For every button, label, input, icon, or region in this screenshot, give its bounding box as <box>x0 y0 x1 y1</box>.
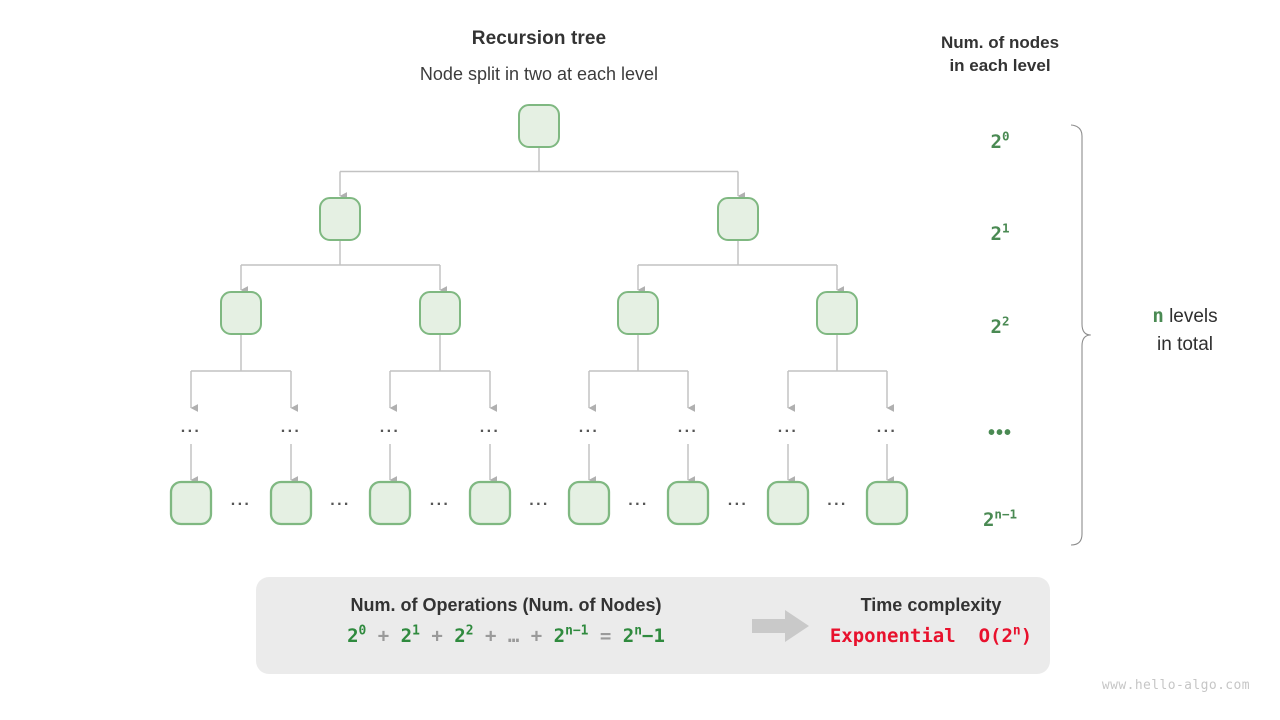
power-term: 21 <box>400 623 420 647</box>
brace-path <box>1070 124 1091 546</box>
formula-result: 2n−1 <box>623 625 665 647</box>
tree-connectors <box>190 147 894 484</box>
summary-left-heading: Num. of Operations (Num. of Nodes) <box>350 595 662 615</box>
ellipsis-label: ··· <box>480 423 500 440</box>
ellipsis-label: ··· <box>678 423 698 440</box>
level-count-ellipsis: ••• <box>987 422 1012 444</box>
ellipsis-label: ··· <box>628 496 648 513</box>
ellipsis-label: ··· <box>529 496 549 513</box>
tree-node <box>766 480 810 526</box>
summary-left: Num. of Operations (Num. of Nodes) 20 + … <box>256 577 756 674</box>
level-node-count-3: 2n−1 <box>940 506 1060 531</box>
complexity-notation: O(2n) <box>978 623 1033 647</box>
levels-total-line2: in total <box>1157 333 1213 355</box>
plus-operator: + <box>431 625 443 647</box>
power-term: 2n−1 <box>553 623 589 647</box>
ellipsis-label: ··· <box>430 496 450 513</box>
equals-operator: = <box>599 625 612 647</box>
level-count-exponent: 2 <box>1001 313 1010 329</box>
power-term: 20 <box>347 623 367 647</box>
level-count-base: 2 <box>990 316 1002 338</box>
tree-node <box>865 480 909 526</box>
watermark: www.hello-algo.com <box>1101 678 1250 693</box>
tree-node <box>319 197 361 241</box>
ellipsis-label: ··· <box>231 496 251 513</box>
plus-operator: + <box>484 625 497 647</box>
summary-formula: 20 + 21 + 22 + … + 2n−1 = 2n−1 <box>256 625 756 647</box>
tree-node <box>717 197 759 241</box>
summary-panel: Num. of Operations (Num. of Nodes) 20 + … <box>256 577 1050 674</box>
ellipsis-operator: … <box>507 625 520 647</box>
level-count-base: 2 <box>982 509 995 531</box>
level-node-count-1: 21 <box>940 220 1060 245</box>
ellipsis-label: ··· <box>579 423 599 440</box>
power-exponent: 2 <box>465 623 474 639</box>
level-count-exponent: 1 <box>1001 220 1010 236</box>
complexity-word: Exponential <box>829 625 956 647</box>
ellipsis-label: ··· <box>181 423 201 440</box>
power-exponent: n−1 <box>565 623 589 639</box>
page-subtitle: Node split in two at each level <box>419 64 659 84</box>
level-count-base: 2 <box>990 223 1002 245</box>
power-exponent: n <box>634 623 643 639</box>
tree-node <box>220 291 262 335</box>
column-title-line2: in each level <box>949 55 1051 75</box>
ellipsis-label: ··· <box>778 423 798 440</box>
summary-right: Time complexity Exponential O(2n) <box>812 577 1050 674</box>
tree-node <box>368 480 412 526</box>
power-exponent: 1 <box>412 623 420 639</box>
levels-total-label: n levels in total <box>1100 303 1270 358</box>
ellipsis-label: ··· <box>827 496 847 513</box>
tree-node <box>269 480 313 526</box>
tree-nodes <box>169 104 909 526</box>
levels-total-rest: levels <box>1163 306 1218 327</box>
summary-right-heading: Time complexity <box>860 595 1002 615</box>
tree-node <box>169 480 213 526</box>
tree-node <box>468 480 512 526</box>
column-title: Num. of nodes in each level <box>900 32 1100 78</box>
ellipsis-label: ··· <box>281 423 301 440</box>
page-title: Recursion tree <box>471 28 607 49</box>
plus-operator: + <box>530 625 543 647</box>
level-count-base: 2 <box>990 131 1002 153</box>
ellipsis-label: ··· <box>877 423 897 440</box>
column-title-line1: Num. of nodes <box>940 33 1060 52</box>
tree-node <box>816 291 858 335</box>
ellipsis-label: ··· <box>380 423 400 440</box>
tree-node <box>666 480 710 526</box>
levels-brace <box>1070 124 1091 546</box>
ellipsis-label: ··· <box>728 496 748 513</box>
summary-complexity-result: Exponential O(2n) <box>812 625 1050 647</box>
right-block-arrow-icon <box>752 610 810 647</box>
tree-node <box>419 291 461 335</box>
level-node-count-0: 20 <box>940 128 1060 153</box>
level-node-count-2: 22 <box>940 313 1060 338</box>
power-term: 22 <box>454 623 474 647</box>
tree-node <box>567 480 611 526</box>
complexity-exponent: n <box>1012 623 1021 639</box>
level-count-exponent: 0 <box>1001 128 1010 144</box>
power-exponent: 0 <box>358 623 367 639</box>
plus-operator: + <box>377 625 390 647</box>
tree-node <box>617 291 659 335</box>
level-count-exponent: n−1 <box>994 506 1018 522</box>
power-term: 2n−1 <box>622 623 665 647</box>
ellipsis-label: ··· <box>330 496 350 513</box>
levels-total-n: n <box>1152 305 1164 327</box>
tree-ellipses: ··· ··· ··· ··· ··· ··· ··· ··· ··· ··· ··· ··· ··· ·… <box>181 423 897 513</box>
tree-node <box>518 104 560 148</box>
